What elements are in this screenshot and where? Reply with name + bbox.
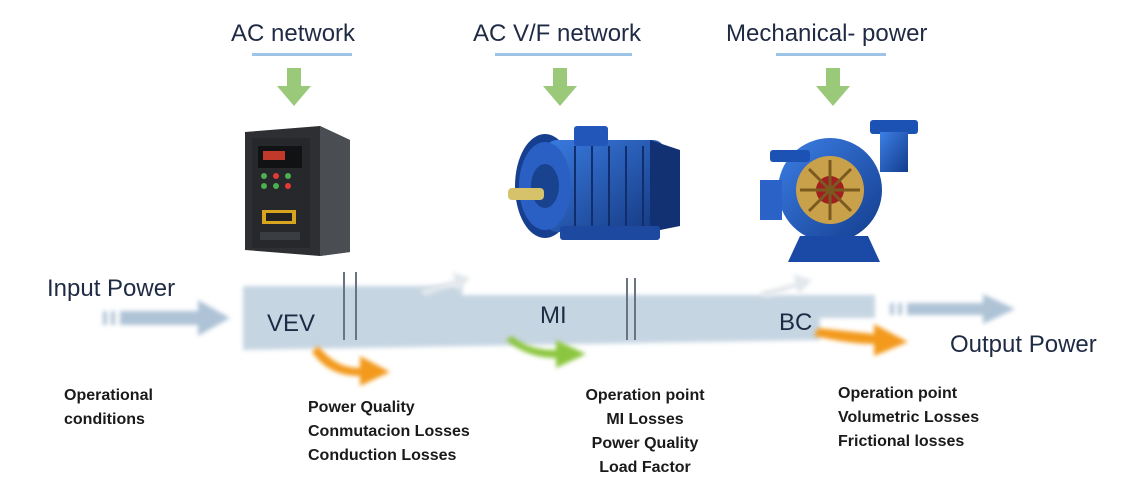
centrifugal-pump-icon [760,120,918,262]
vev-loss-arrow-icon [312,346,390,386]
bc-label: BC [779,309,813,336]
mi-label: MI [540,302,567,329]
mechanical-power-underline [776,53,886,56]
note-line: Operational [64,387,153,404]
note-line: Conduction Losses [308,447,457,464]
vev-losses-note: Power Quality Conmutacion Losses Conduct… [308,396,470,468]
bc-losses-note: Operation point Volumetric Losses Fricti… [838,382,979,454]
electric-motor-icon [508,126,680,240]
mechanical-power-label: Mechanical- power [726,20,928,47]
note-line: Load Factor [599,459,691,476]
acvf-network-underline [495,53,632,56]
operational-conditions-note: Operational conditions [64,384,153,432]
input-power-label: Input Power [47,275,176,302]
note-line: Conmutacion Losses [308,423,470,440]
down-arrow-icon [277,68,311,106]
note-line: Operation point [585,387,705,404]
input-power-arrow-icon [103,300,230,336]
bc-loss-arrow-icon [814,324,908,356]
ac-network-underline [252,53,352,56]
note-line: Operation point [838,385,958,402]
note-line: conditions [64,411,145,428]
down-arrow-icon [816,68,850,106]
stage-separator [343,272,636,340]
ac-network-label: AC network [231,20,356,47]
variable-frequency-drive-icon [245,126,350,256]
note-line: Frictional losses [838,433,965,450]
power-flow-band [243,286,875,350]
output-power-arrow-icon [890,294,1015,324]
acvf-network-label: AC V/F network [473,20,642,47]
mi-losses-note: Operation point MI Losses Power Quality … [575,384,715,480]
note-line: Volumetric Losses [838,409,980,426]
mi-loss-arrow-icon [506,336,586,368]
vev-label: VEV [267,310,316,337]
down-arrow-icon [543,68,577,106]
note-line: MI Losses [606,411,684,428]
faded-arrow-icon [420,272,812,298]
note-line: Power Quality [591,435,699,452]
output-power-label: Output Power [950,331,1097,358]
note-line: Power Quality [308,399,415,416]
